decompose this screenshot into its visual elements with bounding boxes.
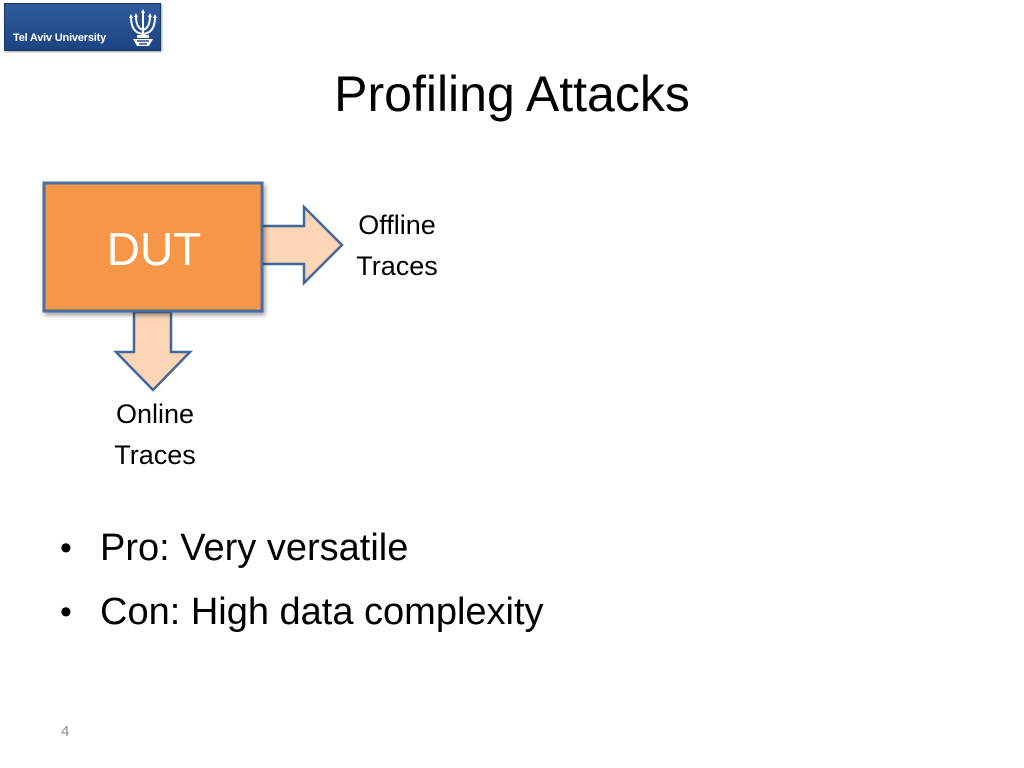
bullet-list: • Pro: Very versatile • Con: High data c… [58, 516, 544, 644]
online-traces-line1: Online [115, 399, 195, 429]
bullet-item: • Con: High data complexity [58, 580, 544, 644]
menorah-emblem-icon [129, 9, 157, 46]
bullet-dot-icon: • [60, 593, 72, 631]
page-number: 4 [61, 723, 70, 740]
slide-title: Profiling Attacks [334, 66, 690, 122]
bullet-text: Con: High data complexity [100, 591, 544, 633]
offline-traces-line1: Offline [358, 210, 436, 240]
dut-label: DUT [107, 223, 202, 275]
university-logo: Tel Aviv University [4, 3, 161, 51]
offline-traces-label: Offline Traces [336, 205, 458, 287]
online-traces-label: Online Traces [94, 394, 216, 476]
online-traces-line2: Traces [114, 440, 196, 470]
right-arrow-icon [260, 203, 344, 287]
bullet-text: Pro: Very versatile [100, 527, 409, 569]
bullet-dot-icon: • [60, 529, 72, 567]
down-arrow-icon [113, 310, 193, 392]
logo-text: Tel Aviv University [13, 32, 106, 44]
bullet-item: • Pro: Very versatile [58, 516, 544, 580]
dut-box [42, 181, 264, 313]
offline-traces-line2: Traces [356, 251, 438, 281]
